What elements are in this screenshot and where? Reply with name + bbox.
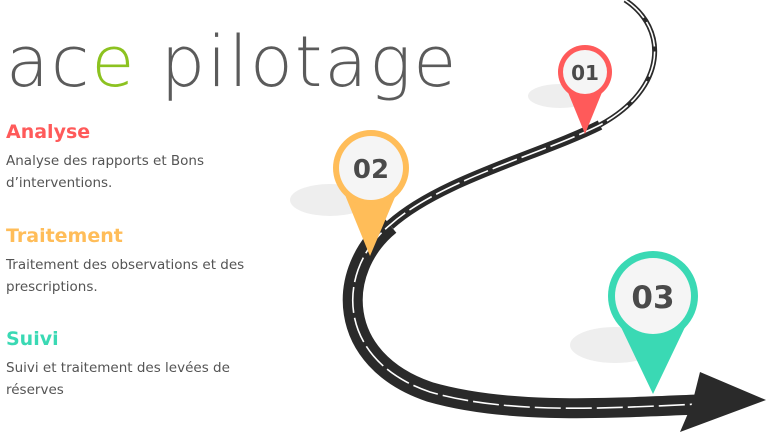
pin-01: 01 [558, 45, 612, 134]
step-description: Analyse des rapports et Bons d’intervent… [6, 153, 205, 191]
step-title: Suivi [6, 328, 59, 350]
step-description: Traitement des observations et des presc… [6, 257, 245, 295]
pin-number: 02 [353, 155, 389, 185]
step-description: Suivi et traitement des levées de réserv… [6, 360, 230, 398]
logo-text-pilotage: pilotage [136, 21, 459, 103]
step-traitement: Traitement Traitement des observations e… [6, 224, 306, 298]
pin-number: 03 [631, 280, 674, 316]
step-analyse: Analyse Analyse des rapports et Bons d’i… [6, 120, 306, 194]
arrow-head-icon [680, 372, 766, 432]
logo: ace pilotage [6, 22, 458, 102]
step-suivi: Suivi Suivi et traitement des levées de … [6, 327, 286, 401]
pin-02: 02 [333, 130, 409, 256]
pin-number: 01 [571, 61, 599, 85]
pin-03: 03 [608, 251, 698, 394]
logo-text: ac [6, 21, 92, 103]
step-title: Traitement [6, 225, 123, 247]
road [342, 0, 766, 432]
logo-accent: e [91, 21, 137, 103]
step-title: Analyse [6, 121, 91, 143]
